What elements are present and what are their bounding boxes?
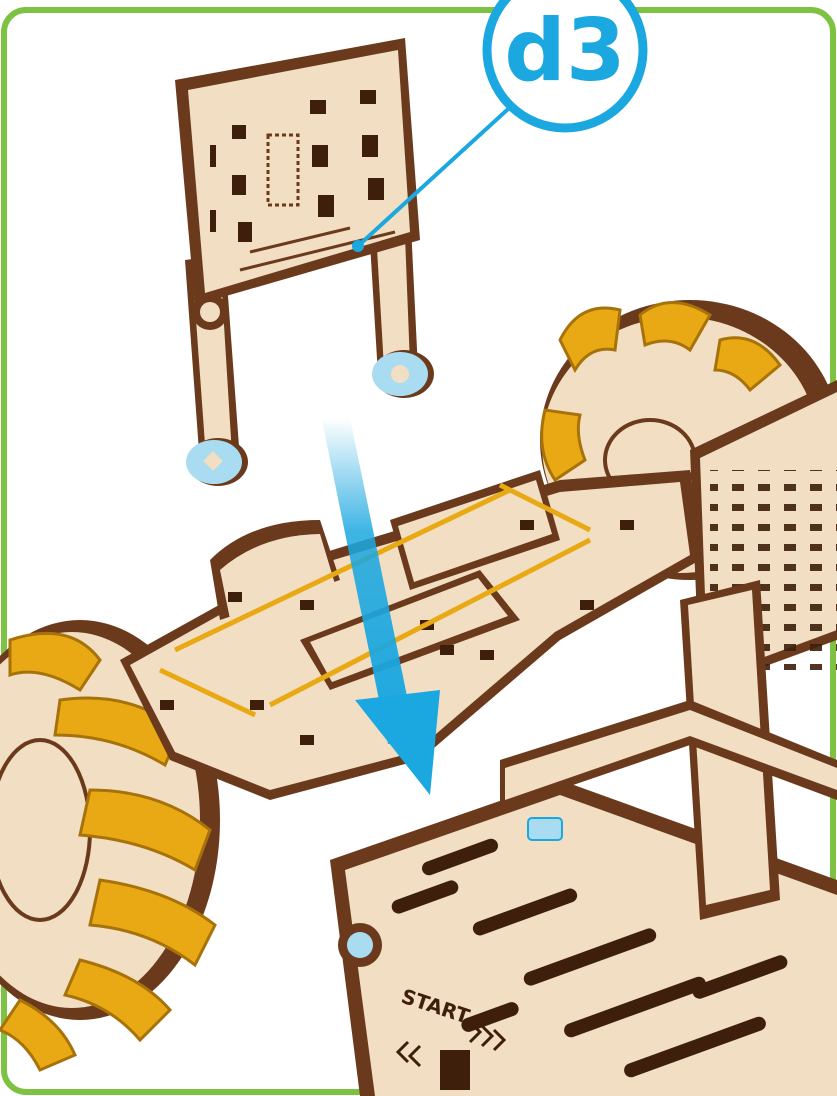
callout-label: d3 <box>504 1 625 101</box>
peg-hole <box>347 932 373 958</box>
peg <box>528 818 562 840</box>
